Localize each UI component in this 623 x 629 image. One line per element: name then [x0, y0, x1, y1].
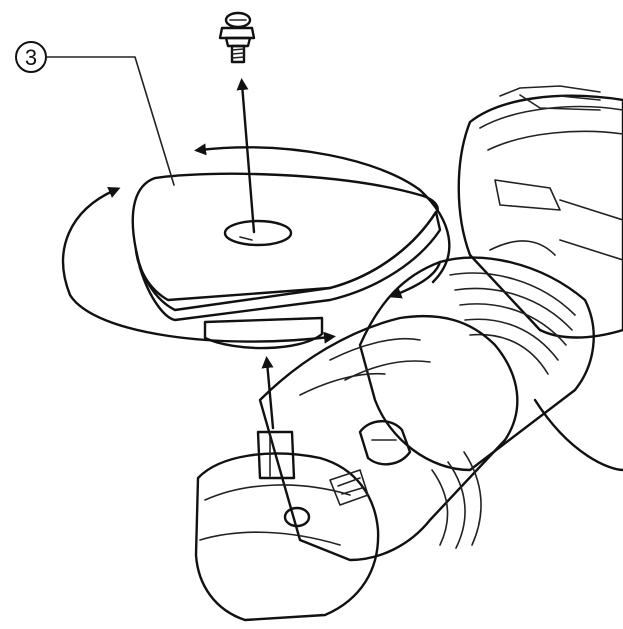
arrow-insert-shaft [261, 356, 275, 430]
tool-housing [258, 314, 519, 562]
callout-circle [15, 41, 47, 73]
tool-head [194, 430, 380, 622]
screw-icon [218, 11, 256, 64]
callout-leader-line [43, 56, 175, 186]
callout-number: 3 [25, 45, 37, 70]
arrow-rotate-top [194, 143, 451, 284]
pad-center-hole [223, 219, 293, 247]
tool-handle [358, 179, 595, 472]
arrow-rotate-right [389, 260, 442, 299]
arrow-rotate-left [61, 186, 336, 344]
arrow-remove-screw [236, 78, 256, 234]
triangular-sanding-pad [131, 172, 442, 350]
speed-dial [358, 420, 412, 466]
spindle-shaft [256, 430, 296, 480]
tool-battery-pack [457, 85, 623, 339]
tool-rear-line [533, 398, 623, 472]
